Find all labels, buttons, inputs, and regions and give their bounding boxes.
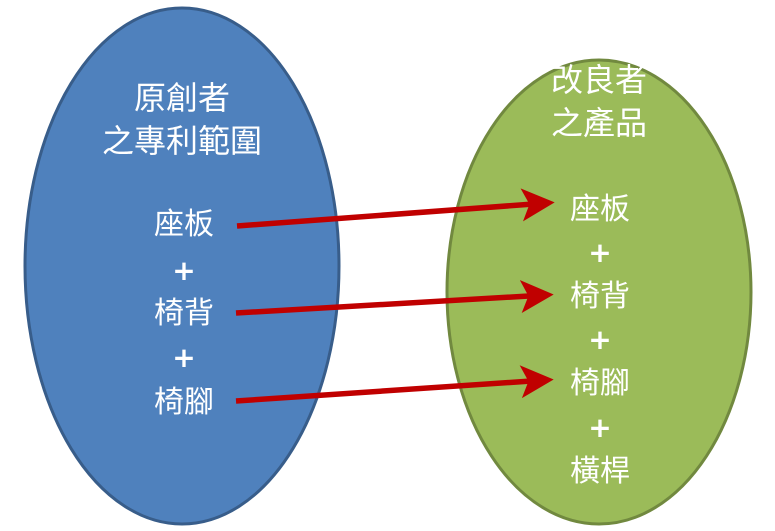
left-item-legs: 椅腳 — [154, 385, 214, 420]
right-plus-3: + — [588, 411, 611, 444]
left-plus-1: + — [172, 254, 195, 287]
arrow-legs — [235, 365, 554, 404]
right-item-legs: 椅腳 — [570, 366, 630, 401]
right-item-crossbar: 橫桿 — [570, 454, 630, 489]
left-title-line-1: 原創者 — [134, 79, 230, 117]
right-title-line-1: 改良者 — [551, 61, 647, 99]
arrow-seat — [236, 188, 555, 229]
left-item-backrest: 椅背 — [154, 296, 214, 331]
left-plus-2: + — [172, 341, 195, 374]
improved-product-ellipse — [445, 58, 753, 526]
right-item-seat: 座板 — [570, 192, 630, 227]
right-plus-2: + — [588, 323, 611, 356]
right-item-backrest: 椅背 — [570, 279, 630, 314]
right-title-line-2: 之產品 — [551, 104, 647, 142]
right-plus-1: + — [588, 236, 611, 269]
left-item-seat: 座板 — [154, 207, 214, 242]
arrow-backrest — [235, 279, 554, 316]
left-title-line-2: 之專利範圍 — [102, 122, 262, 160]
original-patent-scope-ellipse — [23, 6, 341, 526]
